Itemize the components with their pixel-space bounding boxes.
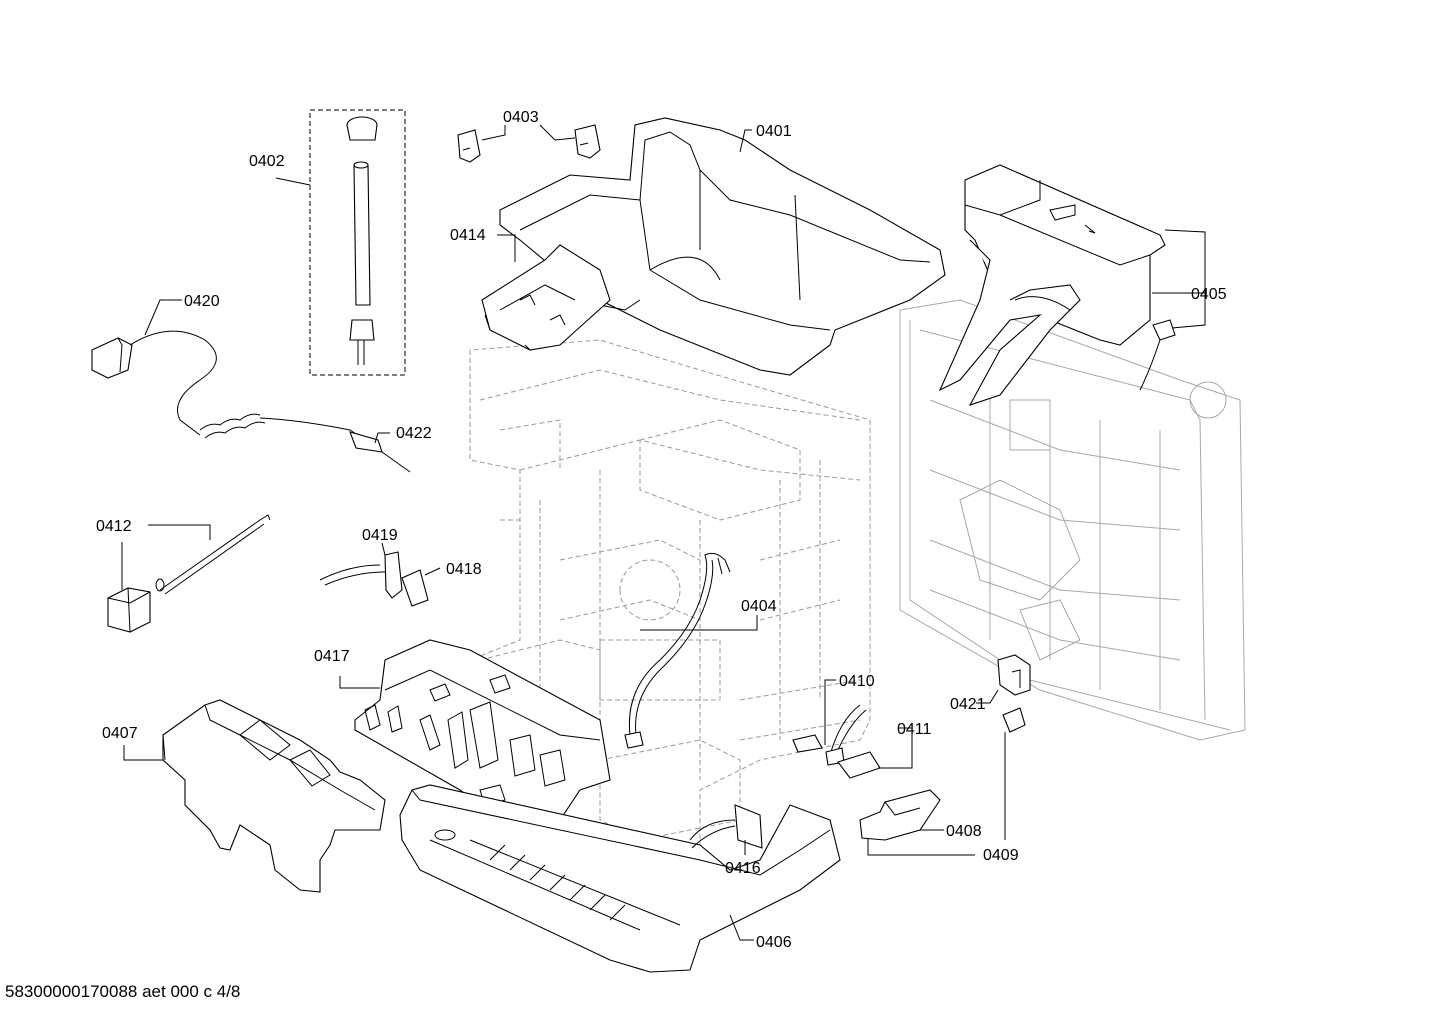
label-0406: 0406 bbox=[756, 934, 792, 951]
wire-harness-part bbox=[624, 552, 731, 749]
label-0407: 0407 bbox=[102, 725, 138, 742]
top-bracket-part bbox=[481, 244, 611, 351]
bracket-parts bbox=[997, 654, 1031, 733]
label-0420: 0420 bbox=[184, 293, 220, 310]
top-cover-part bbox=[499, 117, 946, 376]
drawing-reference-footer: 58300000170088 aet 000 c 4/8 bbox=[5, 982, 241, 1001]
power-cord-part bbox=[91, 330, 411, 473]
label-0404: 0404 bbox=[741, 598, 777, 615]
lever-part bbox=[859, 789, 941, 841]
label-0417: 0417 bbox=[314, 648, 350, 665]
part-labels: 0401 0402 0403 0404 0405 0406 0407 0408 … bbox=[96, 109, 1227, 951]
label-0421: 0421 bbox=[950, 696, 986, 713]
label-0422: 0422 bbox=[396, 425, 432, 442]
label-0403: 0403 bbox=[503, 109, 539, 126]
label-0405: 0405 bbox=[1191, 286, 1227, 303]
label-0402: 0402 bbox=[249, 153, 285, 170]
sensor-parts bbox=[319, 551, 429, 607]
spout-assembly-part bbox=[309, 109, 406, 376]
small-connector-parts bbox=[792, 704, 881, 779]
label-0414: 0414 bbox=[450, 227, 486, 244]
label-0401: 0401 bbox=[756, 123, 792, 140]
label-0412: 0412 bbox=[96, 518, 132, 535]
top-module-part bbox=[938, 164, 1176, 406]
label-0410: 0410 bbox=[839, 673, 875, 690]
bottom-tray-part bbox=[399, 784, 841, 973]
label-0411: 0411 bbox=[897, 721, 932, 738]
central-housing-ghost bbox=[469, 339, 871, 861]
leader-lines bbox=[121, 124, 1206, 941]
clips-part bbox=[457, 124, 601, 163]
side-panel-ghost bbox=[899, 299, 1246, 741]
left-base-part bbox=[162, 699, 386, 893]
label-0408: 0408 bbox=[946, 823, 982, 840]
rod-and-block-part bbox=[107, 514, 271, 633]
small-pcb-part bbox=[689, 804, 763, 849]
label-0418: 0418 bbox=[446, 561, 482, 578]
label-0419: 0419 bbox=[362, 527, 398, 544]
control-board-part bbox=[354, 639, 611, 837]
label-0416: 0416 bbox=[725, 860, 761, 877]
label-0409: 0409 bbox=[983, 847, 1019, 864]
